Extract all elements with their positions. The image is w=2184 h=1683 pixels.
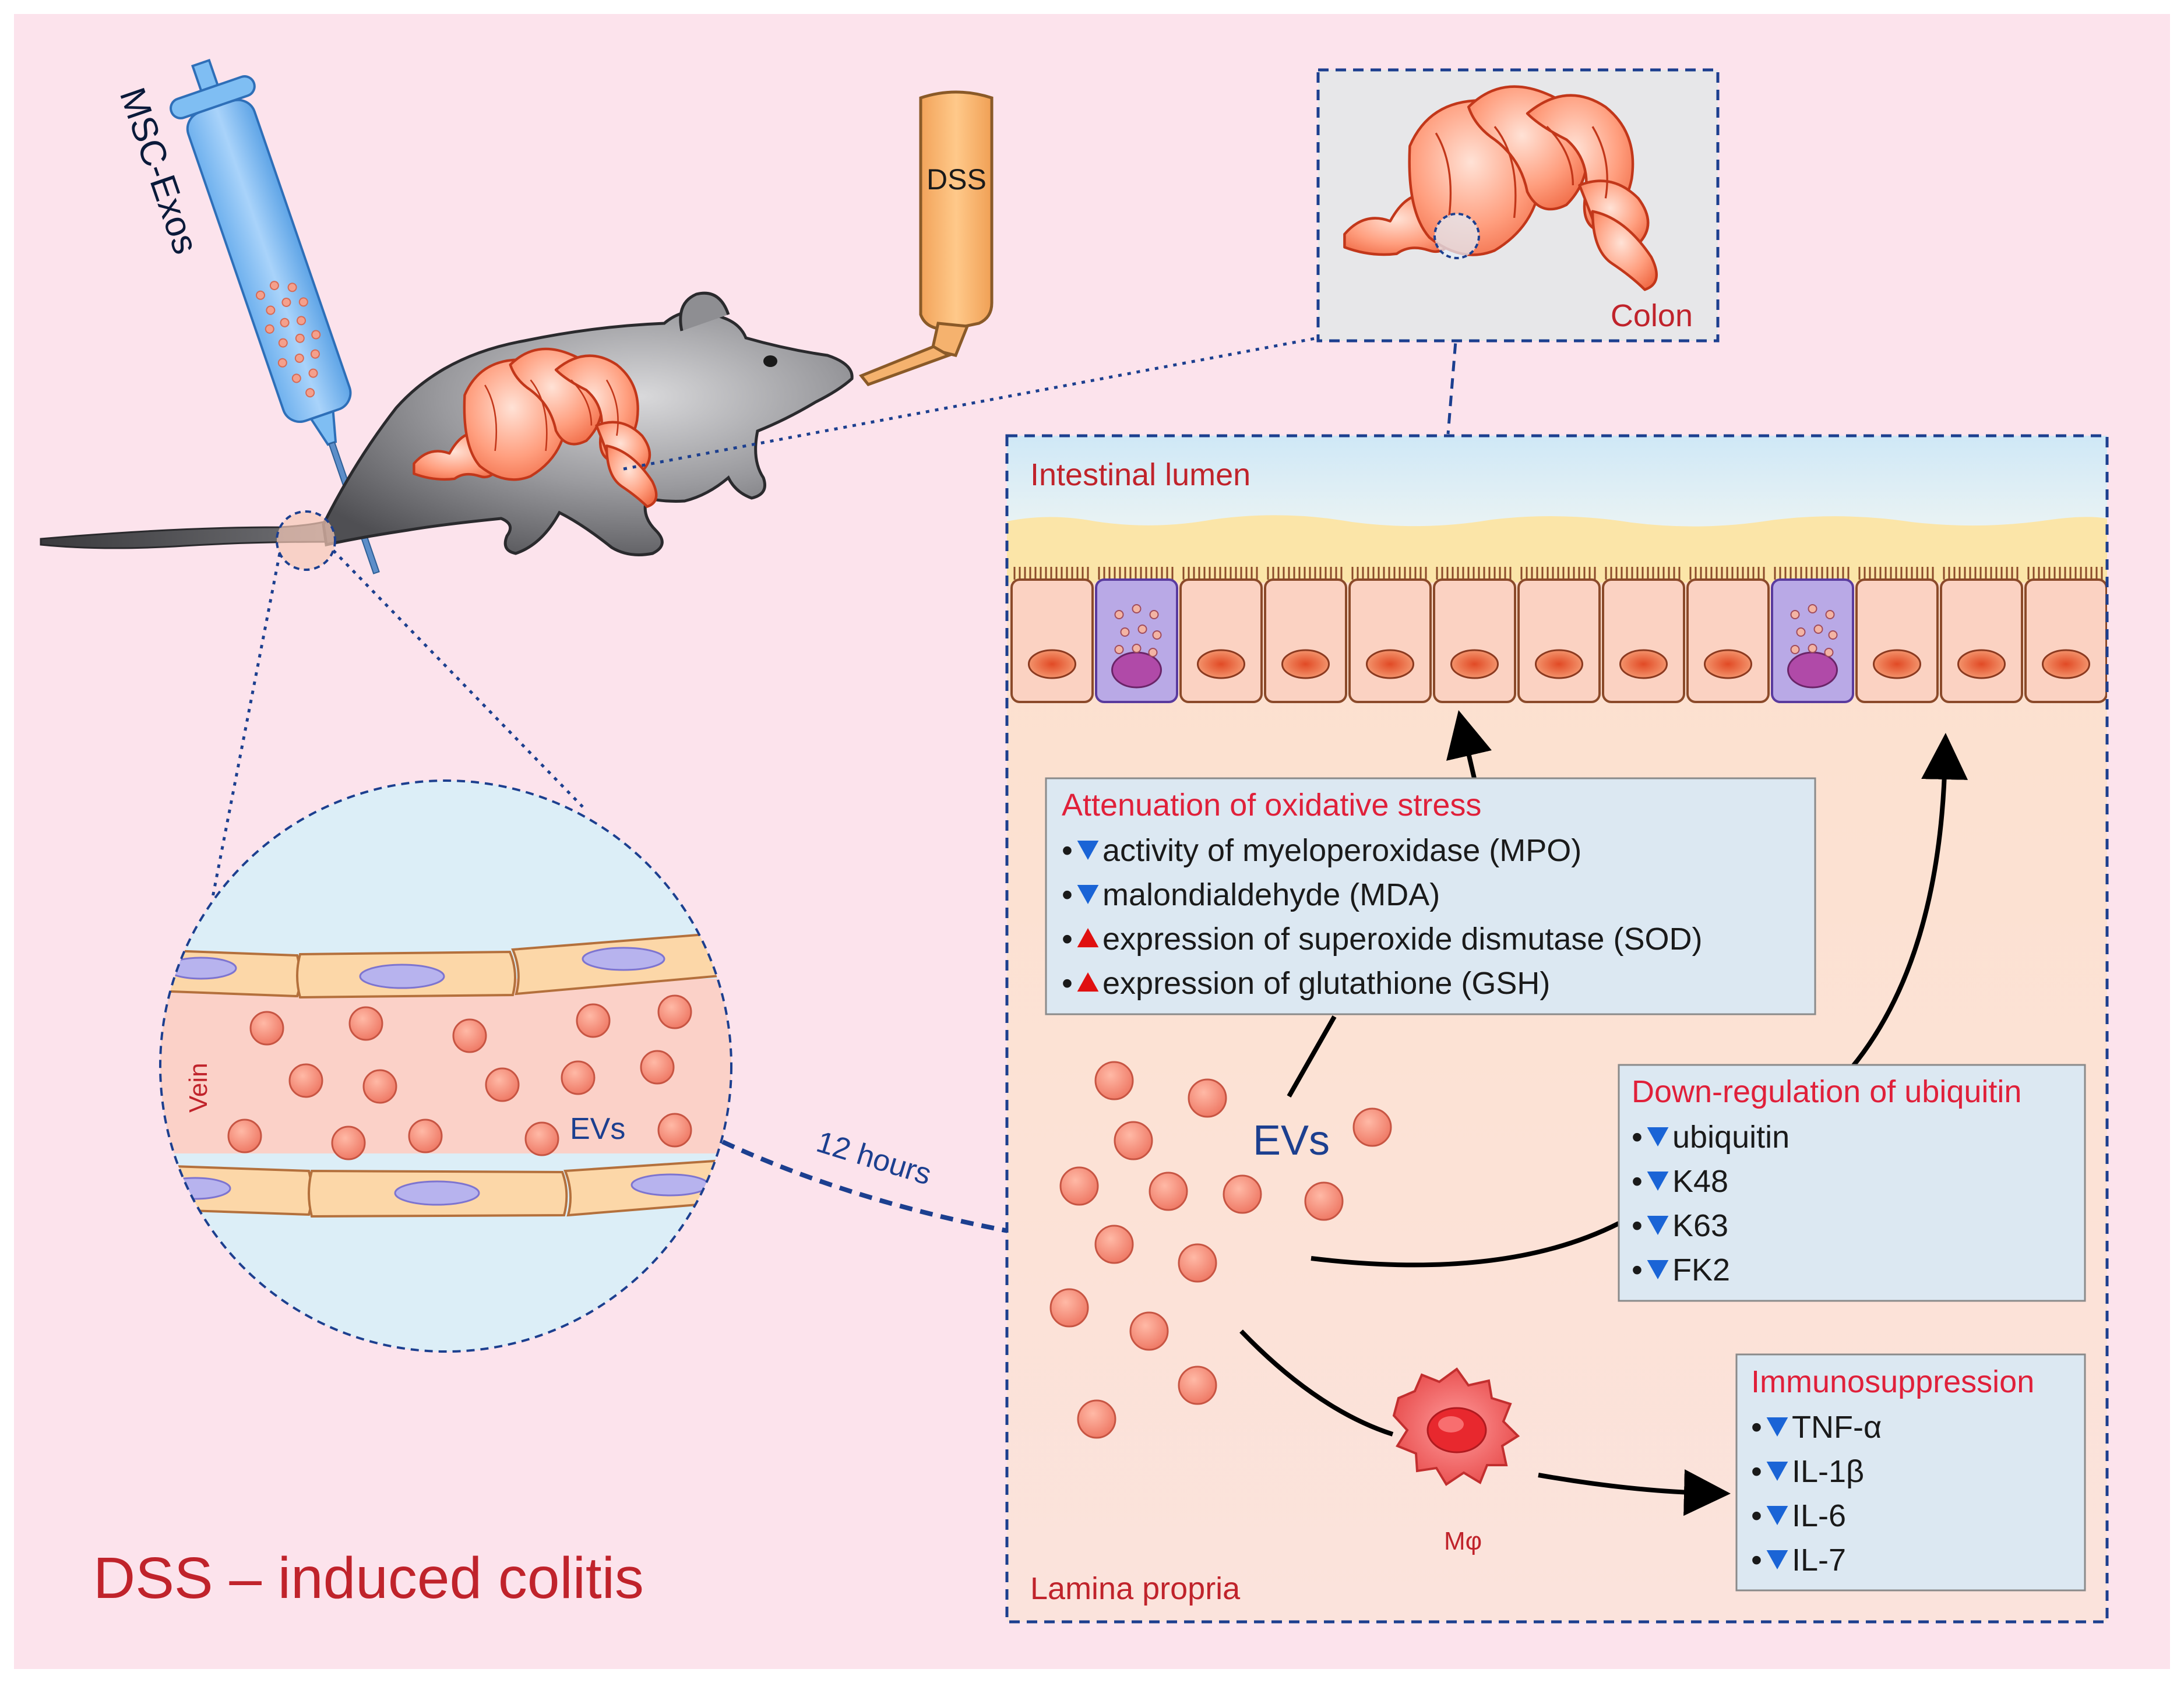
vein-label: Vein: [184, 1063, 213, 1113]
box-list-item: • IL-1β: [1751, 1454, 1864, 1489]
up-triangle-icon: [1077, 928, 1099, 948]
item-text: K48: [1672, 1164, 1728, 1199]
bullet: •: [1751, 1543, 1762, 1578]
down-triangle-icon: [1766, 1550, 1788, 1570]
down-triangle-icon: [1077, 840, 1099, 860]
colon-inset: [1343, 85, 1658, 291]
item-text: TNF-α: [1792, 1410, 1882, 1445]
item-text: malondialdehyde (MDA): [1102, 877, 1440, 912]
bullet: •: [1751, 1498, 1762, 1533]
figure-title: DSS – induced colitis: [93, 1546, 644, 1611]
mouse-colon: [413, 347, 658, 508]
epithelial-cell: [1433, 567, 1516, 703]
down-triangle-icon: [1647, 1215, 1669, 1236]
epithelial-cell: [1179, 567, 1263, 703]
goblet-cell: [1095, 567, 1178, 703]
bullet: •: [1632, 1208, 1643, 1243]
oxidative-stress-title: Attenuation of oxidative stress: [1062, 788, 1481, 823]
vessel-evs: [227, 994, 692, 1160]
macrophage: [1392, 1367, 1520, 1486]
tail-focus: [276, 510, 336, 571]
box-list-item: • expression of superoxide dismutase (SOD…: [1062, 922, 1702, 957]
effect-arrows: [1239, 710, 1968, 1516]
ubiquitin-title: Down-regulation of ubiquitin: [1632, 1074, 2021, 1109]
item-text: IL-1β: [1792, 1454, 1864, 1489]
zoom-guide-lines: [211, 256, 1464, 898]
bullet: •: [1632, 1252, 1643, 1287]
box-list-item: • FK2: [1632, 1252, 1730, 1287]
box-list-item: • K63: [1632, 1208, 1728, 1243]
down-triangle-icon: [1077, 884, 1099, 905]
epithelial-cell: [1348, 567, 1432, 703]
box-list-item: • TNF-α: [1751, 1410, 1882, 1445]
lamina-evs: [1049, 1061, 1392, 1439]
item-text: IL-7: [1792, 1543, 1846, 1578]
epithelial-cell: [1264, 567, 1347, 703]
lamina-label: Lamina propria: [1030, 1571, 1241, 1606]
macrophage-label: Mφ: [1444, 1527, 1482, 1555]
epithelial-cell: [1940, 567, 2023, 703]
box-list-item: • IL-6: [1751, 1498, 1846, 1533]
colon-label: Colon: [1611, 298, 1693, 333]
syringe: [170, 58, 380, 574]
immunosuppression-box: Immunosuppression • TNF-α • IL-1β • IL-6 • IL-7: [1735, 1353, 2086, 1592]
vessel-evs-label: EVs: [570, 1112, 625, 1146]
bullet: •: [1062, 922, 1073, 957]
epithelial-cell: [1010, 567, 1094, 703]
item-text: activity of myeloperoxidase (MPO): [1102, 833, 1581, 868]
bullet: •: [1751, 1454, 1762, 1489]
evs-label: EVs: [1253, 1117, 1330, 1164]
item-text: K63: [1672, 1208, 1728, 1243]
bullet: •: [1632, 1164, 1643, 1199]
box-list-item: • K48: [1632, 1164, 1728, 1199]
epithelium: [1010, 567, 2107, 703]
colon-focus: [1433, 213, 1480, 259]
down-triangle-icon: [1647, 1127, 1669, 1147]
bullet: •: [1632, 1120, 1643, 1155]
oxidative-stress-box: Attenuation of oxidative stress • activit…: [1045, 777, 1816, 1015]
epithelial-cell: [1602, 567, 1685, 703]
item-text: IL-6: [1792, 1498, 1846, 1533]
box-list-item: • expression of glutathione (GSH): [1062, 966, 1550, 1001]
immunosuppression-title: Immunosuppression: [1751, 1364, 2034, 1399]
item-text: expression of glutathione (GSH): [1102, 966, 1550, 1001]
bullet: •: [1751, 1410, 1762, 1445]
item-text: FK2: [1672, 1252, 1730, 1287]
down-triangle-icon: [1766, 1461, 1788, 1481]
intestinal-lumen-area: [1007, 436, 2107, 529]
box-list-item: • malondialdehyde (MDA): [1062, 877, 1440, 912]
bullet: •: [1062, 966, 1073, 1001]
box-list-item: • activity of myeloperoxidase (MPO): [1062, 833, 1581, 868]
dss-bottle: [858, 90, 994, 386]
bullet: •: [1062, 833, 1073, 868]
up-triangle-icon: [1077, 972, 1099, 992]
ubiquitin-box: Down-regulation of ubiquitin •ubiquitin•…: [1618, 1064, 2086, 1302]
item-text: expression of superoxide dismutase (SOD): [1102, 922, 1702, 957]
down-triangle-icon: [1647, 1171, 1669, 1191]
down-triangle-icon: [1766, 1505, 1788, 1526]
epithelial-cell: [2024, 567, 2107, 703]
box-list-item: • IL-7: [1751, 1543, 1846, 1578]
goblet-cell: [1771, 567, 1854, 703]
mucus-layer: [1007, 515, 2107, 583]
down-triangle-icon: [1647, 1259, 1669, 1280]
box-list-item: • ubiquitin: [1632, 1120, 1790, 1155]
vessel-zoom: [159, 779, 732, 1353]
epithelial-cell: [1686, 567, 1770, 703]
lumen-label: Intestinal lumen: [1030, 457, 1250, 492]
epithelial-cell: [1855, 567, 1939, 703]
dss-label: DSS: [927, 163, 987, 196]
item-text: ubiquitin: [1672, 1120, 1790, 1155]
bullet: •: [1062, 877, 1073, 912]
down-triangle-icon: [1766, 1417, 1788, 1437]
epithelial-cell: [1517, 567, 1601, 703]
